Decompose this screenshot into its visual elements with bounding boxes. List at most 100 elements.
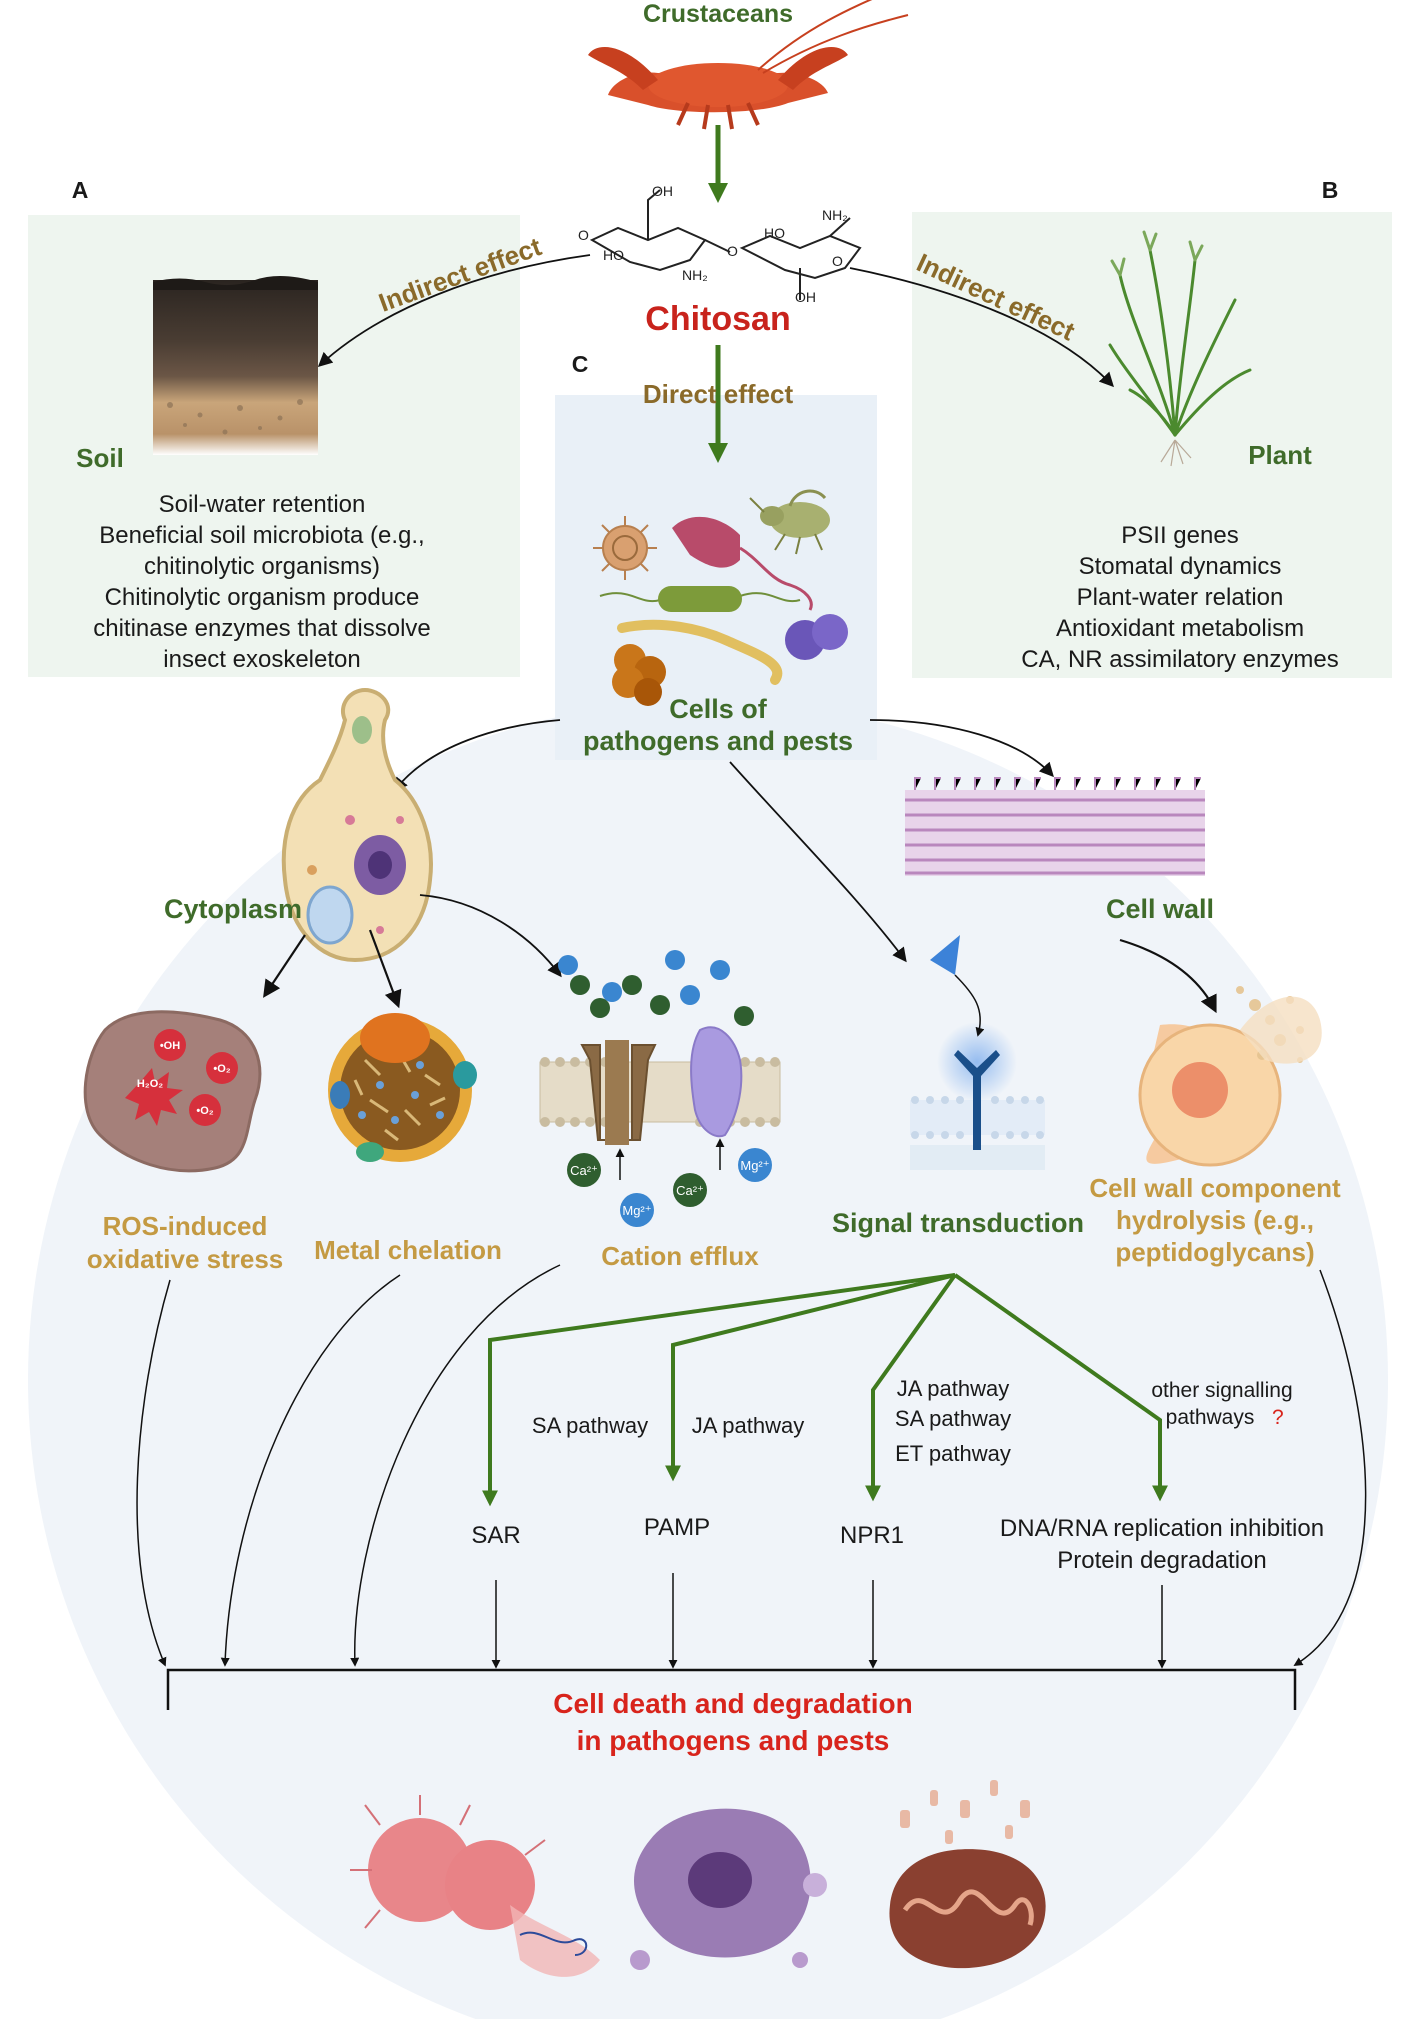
molecule-label: OH <box>795 289 816 305</box>
ros-label-line-2: oxidative stress <box>87 1244 284 1274</box>
hydrolyzed-cell-illustration <box>1138 986 1322 1167</box>
plant-effect-item: Antioxidant metabolism <box>1056 615 1304 642</box>
molecule-label: O <box>727 243 738 259</box>
soil-effect-item: insect exoskeleton <box>163 646 360 673</box>
chitosan-molecule <box>589 189 862 300</box>
metal-chelation-illustration <box>328 1013 477 1162</box>
molecule-label: NH₂ <box>822 207 848 223</box>
pathogens-title-line-2: pathogens and pests <box>583 726 853 756</box>
plant-effect-item: Plant-water relation <box>1077 584 1284 611</box>
nematode-icon <box>617 619 783 685</box>
cell-wall-illustration <box>905 777 1205 876</box>
panel-b-letter: B <box>1322 177 1339 203</box>
ros-species-label: •O₂ <box>213 1063 230 1075</box>
hydrolysis-label-line: peptidoglycans) <box>1115 1237 1314 1267</box>
ja-pathway-arrow <box>665 1273 956 1482</box>
coccus-icon <box>785 614 848 660</box>
cell-wall-label: Cell wall <box>1106 894 1214 924</box>
signal-pathway-arrows <box>482 1273 1168 1507</box>
to-cytoplasm-arrow <box>393 719 561 793</box>
protein-degradation-label: Protein degradation <box>1057 1547 1266 1574</box>
molecule-label: OH <box>652 183 673 199</box>
soil-effect-item: chitinolytic organisms) <box>144 553 380 580</box>
molecule-label: NH₂ <box>682 267 708 283</box>
other-pathway-question-mark: ? <box>1272 1406 1284 1429</box>
soil-effect-item: Soil-water retention <box>159 491 366 518</box>
ion-label: Ca²⁺ <box>676 1183 704 1198</box>
molecule-label: O <box>832 253 843 269</box>
virus-icon <box>593 516 657 580</box>
soil-effect-item: Chitinolytic organism produce <box>105 584 420 611</box>
pathogens-title-line-1: Cells of <box>669 694 768 724</box>
response-to-outcome-arrows <box>491 1573 1167 1669</box>
bacterium-icon <box>672 516 813 611</box>
plant-effect-item: PSII genes <box>1121 522 1238 549</box>
source-label: Crustaceans <box>643 0 793 28</box>
multi-pathway-item: JA pathway <box>897 1376 1010 1401</box>
chelation-label: Metal chelation <box>314 1235 502 1265</box>
ion-labels: Ca²⁺ Ca²⁺ Mg²⁺ Mg²⁺ <box>570 1158 770 1218</box>
ja-pathway-label: JA pathway <box>692 1413 805 1438</box>
pathogens-illustration <box>593 489 848 706</box>
molecule-label: O <box>578 227 589 243</box>
hydrolysis-label-line: Cell wall component <box>1089 1173 1341 1203</box>
molecule-label: HO <box>603 247 624 263</box>
soil-effects-list: Soil-water retention Beneficial soil mic… <box>93 491 431 673</box>
multi-pathway-item: ET pathway <box>895 1441 1011 1466</box>
outcome-label-line-2: in pathogens and pests <box>577 1725 890 1756</box>
to-hydrolysis-arrow <box>1119 938 1217 1014</box>
insect-icon <box>749 489 830 555</box>
compound-label: Chitosan <box>645 300 790 338</box>
sar-label: SAR <box>471 1522 520 1549</box>
soil-effect-item: Beneficial soil microbiota (e.g., <box>99 522 424 549</box>
outcome-bracket <box>166 1668 1297 1710</box>
molecule-labels: OH HO NH₂ O O HO NH₂ O OH <box>578 183 848 305</box>
fungal-cluster-icon <box>612 644 666 706</box>
grass-plant-illustration <box>1108 230 1252 437</box>
yeast-cell-illustration <box>281 687 433 963</box>
indirect-effect-plant-arrow <box>849 267 1114 388</box>
sa-pathway-arrow <box>482 1273 956 1507</box>
ros-species-label: •OH <box>160 1040 180 1052</box>
plant-effect-item: Stomatal dynamics <box>1079 553 1282 580</box>
ion-label: Mg²⁺ <box>740 1158 769 1173</box>
multi-pathway-item: SA pathway <box>895 1406 1011 1431</box>
other-pathway-line: other signalling <box>1151 1379 1292 1402</box>
to-chelation-arrow <box>368 929 402 1009</box>
dying-bacterium-illustration <box>350 1795 600 1977</box>
ros-species-label: H₂O₂ <box>137 1078 163 1090</box>
dna-rna-inhibition-label: DNA/RNA replication inhibition <box>1000 1515 1324 1542</box>
other-pathway-arrow <box>953 1273 1168 1502</box>
multi-pathway-label: JA pathway SA pathway ET pathway <box>895 1376 1011 1466</box>
cytoplasm-label: Cytoplasm <box>164 894 302 924</box>
plant-panel-background <box>912 212 1392 678</box>
pamp-label: PAMP <box>644 1514 710 1541</box>
npr1-pathway-arrow <box>865 1273 957 1502</box>
dying-mitochondrion-illustration <box>889 1780 1046 1969</box>
ion-mg-icon <box>558 950 772 1227</box>
other-pathway-label: other signalling pathways <box>1151 1379 1292 1429</box>
hydrolysis-label-line: hydrolysis (e.g., <box>1116 1205 1314 1235</box>
direct-effect-label: Direct effect <box>643 379 794 409</box>
plant-roots-illustration <box>1160 439 1192 467</box>
cation-efflux-label: Cation efflux <box>601 1241 759 1271</box>
molecule-label: HO <box>764 225 785 241</box>
plant-title: Plant <box>1248 440 1312 470</box>
cation-efflux-illustration <box>539 950 781 1227</box>
ion-ca-icon <box>567 975 754 1207</box>
signal-transduction-label: Signal transduction <box>832 1208 1084 1238</box>
crayfish-icon <box>588 0 909 130</box>
sa-pathway-label: SA pathway <box>532 1413 648 1438</box>
ion-label: Ca²⁺ <box>570 1163 598 1178</box>
hydrolysis-label: Cell wall component hydrolysis (e.g., pe… <box>1089 1173 1341 1267</box>
indirect-effect-soil-arrow <box>317 254 591 367</box>
panel-a-letter: A <box>72 177 89 203</box>
other-pathway-line: pathways <box>1166 1406 1255 1429</box>
to-cation-efflux-arrow <box>419 894 562 978</box>
dying-fungal-cell-illustration <box>630 1808 827 1970</box>
soil-title: Soil <box>76 443 124 473</box>
ion-label: Mg²⁺ <box>622 1203 651 1218</box>
plant-effects-list: PSII genes Stomatal dynamics Plant-water… <box>1021 522 1338 673</box>
soil-illustration <box>153 275 318 455</box>
